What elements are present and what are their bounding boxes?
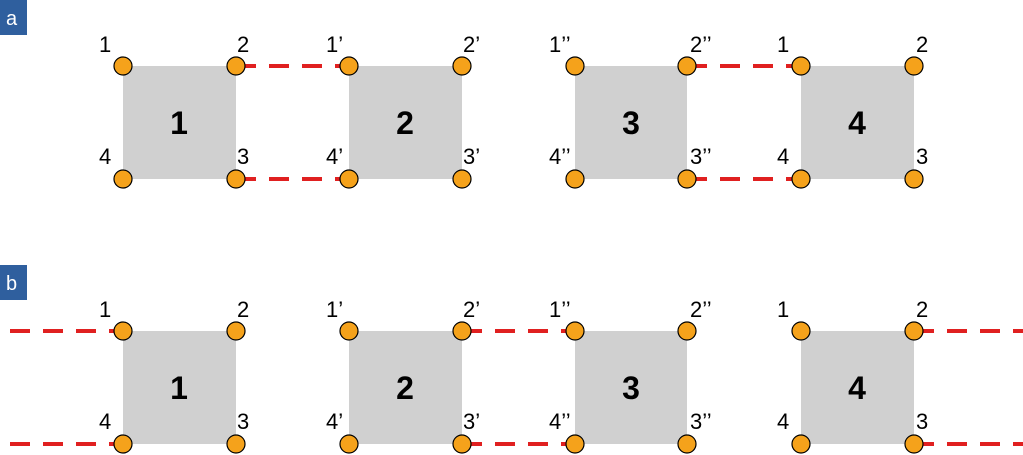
square-b-2-label: 2	[396, 370, 414, 406]
square-a-1: 1 1 2 3 4	[99, 32, 249, 189]
vertex-a-3-br	[677, 169, 697, 189]
vertex-label-a-3-br: 3’’	[690, 144, 712, 169]
vertex-label-a-1-tr: 2	[237, 32, 249, 57]
vertex-label-b-4-bl: 4	[777, 409, 789, 434]
vertex-label-b-2-br: 3’	[463, 409, 480, 434]
vertex-label-b-1-tl: 1	[99, 297, 111, 322]
square-b-3: 3 1’’ 2’’ 3’’ 4’’	[549, 297, 712, 454]
vertex-label-b-4-tl: 1	[777, 297, 789, 322]
vertex-label-a-4-tr: 2	[916, 32, 928, 57]
vertex-b-4-bl	[791, 434, 811, 454]
vertex-b-4-tr	[904, 321, 924, 341]
vertex-a-1-tr	[226, 56, 246, 76]
panel-tag-a	[0, 0, 27, 35]
vertex-b-1-tl	[113, 321, 133, 341]
vertex-a-3-tr	[677, 56, 697, 76]
square-b-1-body	[123, 331, 236, 444]
vertex-label-b-3-br: 3’’	[690, 409, 712, 434]
vertex-b-3-tr	[677, 321, 697, 341]
panel-tag-b-label: b	[6, 273, 17, 295]
square-b-4-body	[801, 331, 914, 444]
square-a-2: 2 1’ 2’ 3’ 4’	[326, 32, 480, 189]
square-a-1-body	[123, 66, 236, 179]
vertex-b-4-tl	[791, 321, 811, 341]
square-b-1: 1 1 2 3 4	[99, 297, 249, 454]
square-b-2-body	[349, 331, 462, 444]
vertex-label-b-1-br: 3	[237, 409, 249, 434]
square-a-3-label: 3	[622, 105, 640, 141]
square-b-3-label: 3	[622, 370, 640, 406]
vertex-a-4-bl	[791, 169, 811, 189]
vertex-label-b-3-bl: 4’’	[549, 409, 571, 434]
vertex-label-b-3-tr: 2’’	[690, 297, 712, 322]
vertex-a-4-tr	[904, 56, 924, 76]
vertex-b-3-tl	[565, 321, 585, 341]
vertex-a-3-bl	[565, 169, 585, 189]
square-b-1-label: 1	[170, 370, 188, 406]
panel-tag-b	[0, 265, 27, 300]
vertex-a-2-br	[452, 169, 472, 189]
panel-a: a 1 1 2 3 4 2 1’ 2’ 3’	[0, 0, 928, 189]
square-b-4: 4 1 2 3 4	[777, 297, 928, 454]
square-a-4-body	[801, 66, 914, 179]
square-a-3: 3 1’’ 2’’ 3’’ 4’’	[549, 32, 712, 189]
square-a-1-label: 1	[170, 105, 188, 141]
panel-b: b 1 1 2 3 4 2 1’ 2’	[0, 265, 1023, 454]
square-b-2: 2 1’ 2’ 3’ 4’	[326, 297, 480, 454]
vertex-label-a-2-tl: 1’	[326, 32, 343, 57]
vertex-label-b-2-tr: 2’	[463, 297, 480, 322]
square-b-3-body	[575, 331, 687, 444]
vertex-b-1-bl	[113, 434, 133, 454]
vertex-label-b-1-tr: 2	[237, 297, 249, 322]
vertex-b-2-br	[452, 434, 472, 454]
vertex-b-4-br	[904, 434, 924, 454]
square-a-2-label: 2	[396, 105, 414, 141]
vertex-label-b-1-bl: 4	[99, 409, 111, 434]
vertex-a-2-tr	[452, 56, 472, 76]
vertex-label-a-3-tr: 2’’	[690, 32, 712, 57]
vertex-a-2-tl	[339, 56, 359, 76]
vertex-label-a-3-bl: 4’’	[549, 144, 571, 169]
vertex-b-2-tr	[452, 321, 472, 341]
vertex-label-a-2-br: 3’	[463, 144, 480, 169]
vertex-a-1-bl	[113, 169, 133, 189]
vertex-b-1-tr	[226, 321, 246, 341]
vertex-label-a-1-br: 3	[237, 144, 249, 169]
square-a-3-body	[575, 66, 687, 179]
panel-tag-a-label: a	[6, 8, 18, 30]
vertex-label-b-4-br: 3	[916, 409, 928, 434]
vertex-label-a-4-tl: 1	[777, 32, 789, 57]
vertex-label-b-4-tr: 2	[916, 297, 928, 322]
vertex-a-1-tl	[113, 56, 133, 76]
square-a-2-body	[349, 66, 462, 179]
vertex-label-a-4-bl: 4	[777, 144, 789, 169]
vertex-label-b-2-bl: 4’	[326, 409, 343, 434]
vertex-a-1-br	[226, 169, 246, 189]
vertex-a-4-br	[904, 169, 924, 189]
vertex-label-b-3-tl: 1’’	[549, 297, 571, 322]
vertex-label-b-2-tl: 1’	[326, 297, 343, 322]
square-a-4: 4 1 2 3 4	[777, 32, 928, 189]
vertex-label-a-1-bl: 4	[99, 144, 111, 169]
square-b-4-label: 4	[848, 370, 866, 406]
vertex-b-3-bl	[565, 434, 585, 454]
vertex-a-2-bl	[339, 169, 359, 189]
square-a-4-label: 4	[848, 105, 866, 141]
vertex-b-1-br	[226, 434, 246, 454]
vertex-label-a-1-tl: 1	[99, 32, 111, 57]
vertex-label-a-2-bl: 4’	[326, 144, 343, 169]
vertex-b-2-tl	[339, 321, 359, 341]
vertex-label-a-4-br: 3	[916, 144, 928, 169]
vertex-b-3-br	[677, 434, 697, 454]
vertex-b-2-bl	[339, 434, 359, 454]
vertex-label-a-3-tl: 1’’	[549, 32, 571, 57]
vertex-label-a-2-tr: 2’	[463, 32, 480, 57]
vertex-a-3-tl	[565, 56, 585, 76]
vertex-a-4-tl	[791, 56, 811, 76]
